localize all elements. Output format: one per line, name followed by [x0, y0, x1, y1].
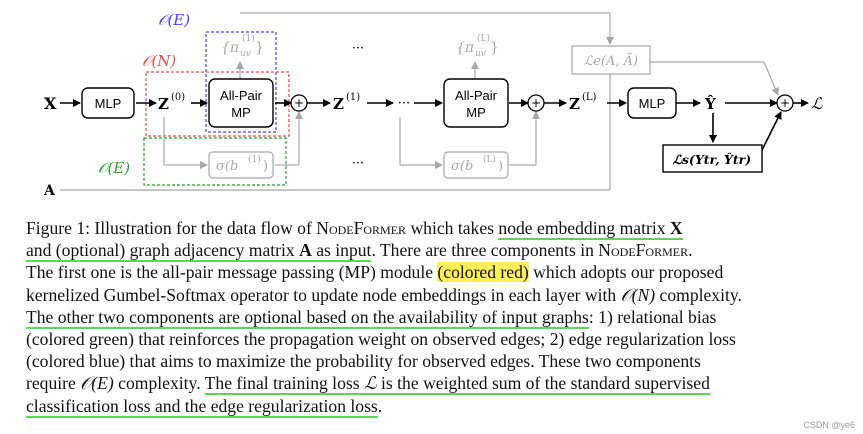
highlight-colored-red: (colored red)	[437, 262, 529, 283]
bias-first-label: σ(b	[216, 159, 238, 174]
supervised-loss-box	[662, 144, 763, 173]
ellipsis-top: ···	[352, 41, 364, 56]
caption-line-4: kernelized Gumbel-Softmax operator to up…	[26, 284, 742, 305]
edge-loss-box	[571, 45, 651, 75]
allpair-last-line1: All-Pair	[455, 88, 498, 103]
caption-line-5: The other two components are optional ba…	[26, 306, 717, 329]
z0-sup: (0)	[171, 92, 185, 103]
bias-box-last	[443, 151, 509, 179]
caption-line-9: classification loss and the edge regular…	[26, 395, 383, 418]
pi-last-sub: uv	[475, 49, 486, 59]
pi-last-sup: (L)	[477, 33, 490, 44]
y-hat-label: Ŷ	[704, 95, 716, 113]
figure-caption: Figure 1: Illustration for the data flow…	[26, 217, 844, 418]
underline-adjacency: and (optional) graph adjacency matrix A …	[26, 240, 372, 263]
pi-first-sub: uv	[240, 49, 251, 59]
bias-box-first	[208, 151, 274, 179]
allpair-first-line2: MP	[231, 105, 251, 120]
z1-label: Z	[333, 95, 344, 113]
underline-final-loss: The final training loss ℒ is the weighte…	[204, 373, 710, 396]
caption-line-7: (colored blue) that aims to maximize the…	[26, 351, 701, 372]
pi-last-label: {π	[456, 40, 475, 56]
x-input-label: X	[44, 94, 57, 113]
blue-dashed-region	[205, 31, 277, 133]
mlp-output-label: MLP	[639, 96, 666, 111]
ellipsis-bottom: ···	[352, 156, 364, 171]
mlp-box-input	[81, 87, 135, 119]
pi-last-close: }	[490, 40, 499, 56]
caption-line-6: (colored green) that reinforces the prop…	[26, 329, 736, 350]
loss-label: ℒ	[811, 94, 823, 113]
gray-flow-lines	[60, 12, 779, 191]
caption-line-3: The first one is the all-pair message pa…	[26, 262, 724, 283]
watermark: CSDN @ye6	[803, 420, 855, 430]
pi-first-close: }	[255, 40, 264, 56]
plus-sign-3: +	[780, 96, 790, 110]
bias-last-sup: (L)	[483, 154, 496, 165]
underline-optional-components: The other two components are optional ba…	[26, 306, 589, 329]
mlp-box-output	[627, 87, 677, 119]
plus-nodes	[290, 94, 794, 112]
z0-label: Z	[158, 95, 169, 113]
bias-last-label: σ(b	[451, 159, 473, 174]
dataflow-diagram: X A MLP MLP All-Pair MP All-Pair MP Z (0…	[43, 11, 823, 199]
allpair-box-first	[208, 78, 274, 128]
mlp-input-label: MLP	[95, 96, 122, 111]
plus-sign-1: +	[294, 96, 304, 110]
allpair-last-line2: MP	[466, 105, 486, 120]
supervised-loss-label: ℒs(Ytr, Ŷtr)	[673, 152, 751, 167]
edge-loss-label: ℒe(A, Ã)	[584, 53, 638, 69]
bias-first-sup: (1)	[248, 154, 261, 165]
underline-node-embedding: node embedding matrix X	[498, 218, 683, 240]
main-flow-arrows	[60, 99, 809, 151]
complexity-e-green: 𝒪(E)	[98, 159, 130, 177]
caption-line-1: Figure 1: Illustration for the data flow…	[26, 218, 683, 240]
caption-line-8: require 𝒪(E) complexity. The final train…	[26, 373, 710, 396]
bias-last-close: )	[498, 159, 503, 174]
z1-sup: (1)	[346, 92, 360, 103]
complexity-n-red: 𝒪(N)	[142, 52, 176, 70]
allpair-first-line1: All-Pair	[220, 88, 263, 103]
zL-label: Z	[569, 95, 580, 113]
green-dashed-region	[143, 137, 287, 186]
pi-first-label: {π	[221, 40, 240, 56]
a-input-label: A	[43, 183, 56, 199]
complexity-e-blue: 𝒪(E)	[158, 11, 190, 29]
pi-first-sup: (1)	[242, 33, 255, 44]
caption-line-2: and (optional) graph adjacency matrix A …	[26, 240, 693, 263]
allpair-box-last	[443, 78, 509, 128]
underline-loss-sum: classification loss and the edge regular…	[26, 395, 378, 418]
ellipsis-middle: ···	[398, 96, 410, 111]
bias-first-close: )	[263, 159, 268, 174]
zL-sup: (L)	[582, 92, 597, 103]
plus-sign-2: +	[531, 96, 541, 110]
